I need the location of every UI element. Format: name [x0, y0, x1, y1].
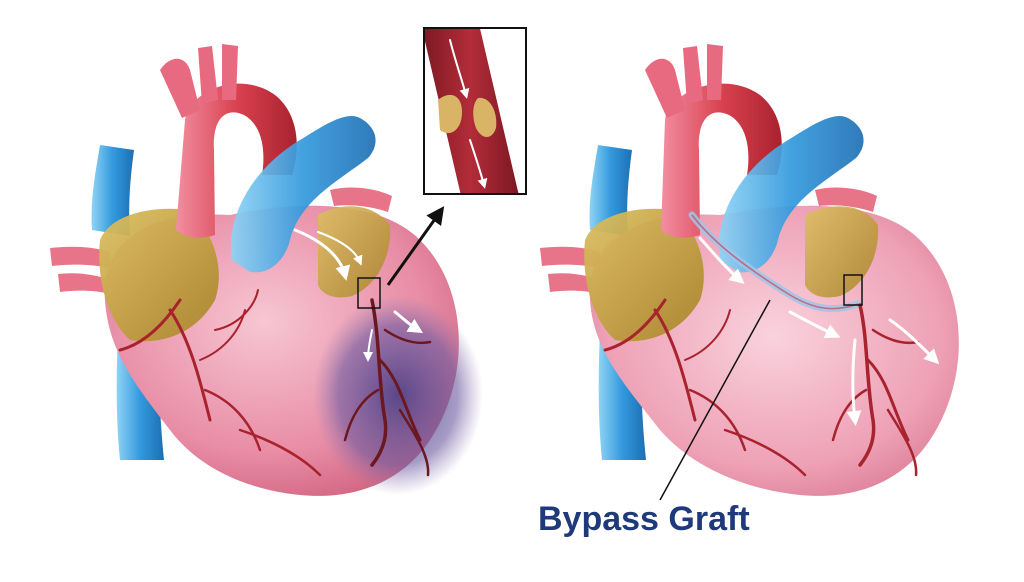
aortic-branch: [683, 46, 703, 104]
left-heart: [50, 44, 483, 496]
artery-section: [425, 29, 519, 193]
ischemic-region: [313, 295, 483, 495]
blood-flow-arrows: [698, 236, 940, 426]
bypass-graft-label: Bypass Graft: [538, 500, 750, 538]
pulmonary-branch: [330, 187, 392, 212]
plaque: [473, 97, 497, 137]
aortic-branch: [222, 44, 238, 100]
pulmonary-artery: [230, 116, 376, 273]
plaque: [438, 94, 462, 134]
aortic-branch: [160, 58, 200, 118]
graft-site-marker: [843, 274, 863, 306]
right-atrium: [99, 208, 219, 342]
pulmonary-vein: [58, 273, 110, 294]
blockage-marker: [357, 277, 381, 309]
aorta: [176, 83, 297, 238]
pulmonary-artery: [718, 116, 864, 273]
coronary-arteries: [118, 289, 432, 477]
callout-arrow: [386, 206, 445, 286]
aorta: [661, 83, 782, 238]
right-atrium: [584, 208, 704, 342]
aortic-branch: [198, 46, 218, 104]
pulmonary-branch: [815, 187, 877, 212]
blood-flow-arrows: [293, 228, 424, 362]
aortic-branch: [707, 44, 723, 100]
right-heart: [540, 44, 959, 501]
aortic-branch: [645, 58, 685, 118]
vena-cava: [91, 145, 134, 236]
coronary-arteries: [603, 298, 920, 477]
pulmonary-vein: [50, 246, 110, 268]
blockage-inset: [386, 27, 527, 286]
label-leader-line: [659, 299, 771, 501]
